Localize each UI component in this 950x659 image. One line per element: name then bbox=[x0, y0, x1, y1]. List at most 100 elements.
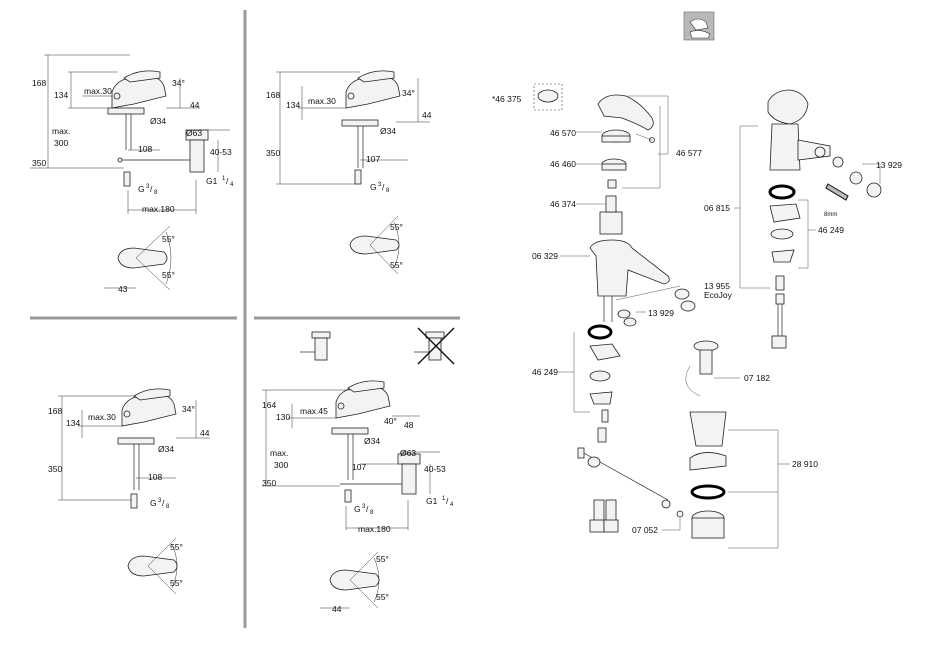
part-28910: 28 910 bbox=[792, 459, 818, 469]
svg-text:3: 3 bbox=[146, 184, 150, 190]
part-46460: 46 460 bbox=[550, 159, 576, 169]
svg-text:Ø34: Ø34 bbox=[380, 126, 396, 136]
svg-text:55°: 55° bbox=[376, 554, 389, 564]
part-13955: 13 955 bbox=[704, 281, 730, 291]
svg-text:168: 168 bbox=[48, 406, 62, 416]
part-46249-b: 46 249 bbox=[818, 225, 844, 235]
svg-text:8: 8 bbox=[154, 190, 158, 196]
svg-text:44: 44 bbox=[422, 110, 432, 120]
svg-text:max.45: max.45 bbox=[300, 406, 328, 416]
part-46374: 46 374 bbox=[550, 199, 576, 209]
svg-text:350: 350 bbox=[262, 478, 276, 488]
part-46570: 46 570 bbox=[550, 128, 576, 138]
panel-d-plan-view: 55° 44 55° bbox=[320, 551, 389, 614]
panel-b-dimension-drawing: 168 134 max.30 34° 44 Ø34 350 107 G 3 / … bbox=[266, 70, 432, 275]
plan-angle-bottom: 55° bbox=[162, 270, 175, 280]
svg-text:G: G bbox=[354, 504, 361, 514]
svg-text:3: 3 bbox=[158, 498, 162, 504]
thread-g38: G bbox=[138, 184, 145, 194]
dim-108: 108 bbox=[138, 144, 152, 154]
svg-text:4: 4 bbox=[450, 502, 454, 508]
svg-text:107: 107 bbox=[352, 462, 366, 472]
svg-text:8: 8 bbox=[370, 510, 374, 516]
panel-a-dimension-drawing: 168 134 max.30 34° 44 Ø34 max. 300 Ø63 1… bbox=[30, 54, 234, 294]
svg-text:55°: 55° bbox=[170, 542, 183, 552]
svg-text:130: 130 bbox=[276, 412, 290, 422]
dim-d63: Ø63 bbox=[186, 128, 202, 138]
part-07182: 07 182 bbox=[744, 373, 770, 383]
svg-text:/: / bbox=[226, 176, 229, 186]
svg-text:134: 134 bbox=[286, 100, 300, 110]
exploded-view-bidet-mixer: 8mm 13 929 06 815 46 249 bbox=[704, 89, 902, 349]
part-ecojoy: EcoJoy bbox=[704, 290, 733, 300]
panel-a-plan-view: 55° 55° 43 bbox=[104, 225, 175, 294]
svg-text:/: / bbox=[382, 182, 385, 192]
hand-wash-icon bbox=[683, 11, 715, 41]
bidet-body-top bbox=[767, 89, 809, 125]
svg-text:134: 134 bbox=[66, 418, 80, 428]
svg-text:4: 4 bbox=[230, 182, 234, 188]
panel-d-dimension-drawing: 164 130 max.45 40° 48 Ø34 max. 300 Ø63 1… bbox=[262, 327, 455, 614]
svg-text:107: 107 bbox=[366, 154, 380, 164]
part-07052: 07 052 bbox=[632, 525, 658, 535]
svg-text:55°: 55° bbox=[390, 222, 403, 232]
pop-up-waste-icon bbox=[300, 331, 331, 361]
svg-text:/: / bbox=[446, 496, 449, 506]
svg-text:350: 350 bbox=[48, 464, 62, 474]
part-46577: 46 577 bbox=[676, 148, 702, 158]
svg-text:/: / bbox=[366, 504, 369, 514]
dim-168: 168 bbox=[32, 78, 46, 88]
svg-text:44: 44 bbox=[200, 428, 210, 438]
dim-max30: max.30 bbox=[84, 86, 112, 96]
dim-40-53: 40-53 bbox=[210, 147, 232, 157]
svg-text:max.180: max.180 bbox=[358, 524, 391, 534]
svg-text:max.30: max.30 bbox=[88, 412, 116, 422]
panel-c-dimension-drawing: 168 134 max.30 34° 44 Ø34 350 108 G 3 / … bbox=[48, 388, 210, 595]
svg-text:350: 350 bbox=[266, 148, 280, 158]
bidet-body bbox=[769, 123, 801, 171]
svg-text:8: 8 bbox=[166, 504, 170, 510]
mixer-body bbox=[589, 239, 670, 297]
wrench-size: 8mm bbox=[824, 212, 837, 218]
faucet-knob bbox=[113, 92, 121, 100]
svg-text:108: 108 bbox=[148, 472, 162, 482]
svg-text:44: 44 bbox=[332, 604, 342, 614]
supply-connector bbox=[123, 171, 131, 187]
svg-text:3: 3 bbox=[378, 182, 382, 188]
plan-angle-top: 55° bbox=[162, 234, 175, 244]
svg-text:34°: 34° bbox=[402, 88, 415, 98]
svg-text:3: 3 bbox=[362, 504, 366, 510]
dim-134: 134 bbox=[54, 90, 68, 100]
svg-text:168: 168 bbox=[266, 90, 280, 100]
dim-300: 300 bbox=[54, 138, 68, 148]
svg-text:1: 1 bbox=[442, 496, 446, 502]
svg-text:Ø63: Ø63 bbox=[400, 448, 416, 458]
dim-max: max. bbox=[52, 126, 70, 136]
svg-text:G1: G1 bbox=[426, 496, 438, 506]
svg-text:55°: 55° bbox=[376, 592, 389, 602]
no-pop-up-waste-icon bbox=[414, 327, 455, 365]
part-46375: *46 375 bbox=[492, 94, 522, 104]
dim-angle-34: 34° bbox=[172, 78, 185, 88]
panel-b-plan-view: 55° 55° bbox=[349, 215, 403, 275]
svg-text:48: 48 bbox=[404, 420, 414, 430]
part-06815: 06 815 bbox=[704, 203, 730, 213]
dim-max180: max.180 bbox=[142, 204, 175, 214]
svg-text:40-53: 40-53 bbox=[424, 464, 446, 474]
svg-text:max.30: max.30 bbox=[308, 96, 336, 106]
svg-text:1: 1 bbox=[222, 176, 226, 182]
svg-text:max.: max. bbox=[270, 448, 288, 458]
dim-350: 350 bbox=[32, 158, 46, 168]
exploded-view-basin-mixer: *46 375 46 570 46 577 46 460 46 374 06 3… bbox=[492, 83, 818, 549]
faucet-lever bbox=[123, 70, 161, 83]
svg-text:40°: 40° bbox=[384, 416, 397, 426]
panel-c-plan-view: 55° 55° bbox=[127, 537, 183, 595]
svg-text:G: G bbox=[150, 498, 157, 508]
svg-text:34°: 34° bbox=[182, 404, 195, 414]
svg-text:300: 300 bbox=[274, 460, 288, 470]
dim-44: 44 bbox=[190, 100, 200, 110]
part-46249-a: 46 249 bbox=[532, 367, 558, 377]
thread-g1: G1 bbox=[206, 176, 218, 186]
svg-text:Ø34: Ø34 bbox=[364, 436, 380, 446]
svg-text:8: 8 bbox=[386, 188, 390, 194]
